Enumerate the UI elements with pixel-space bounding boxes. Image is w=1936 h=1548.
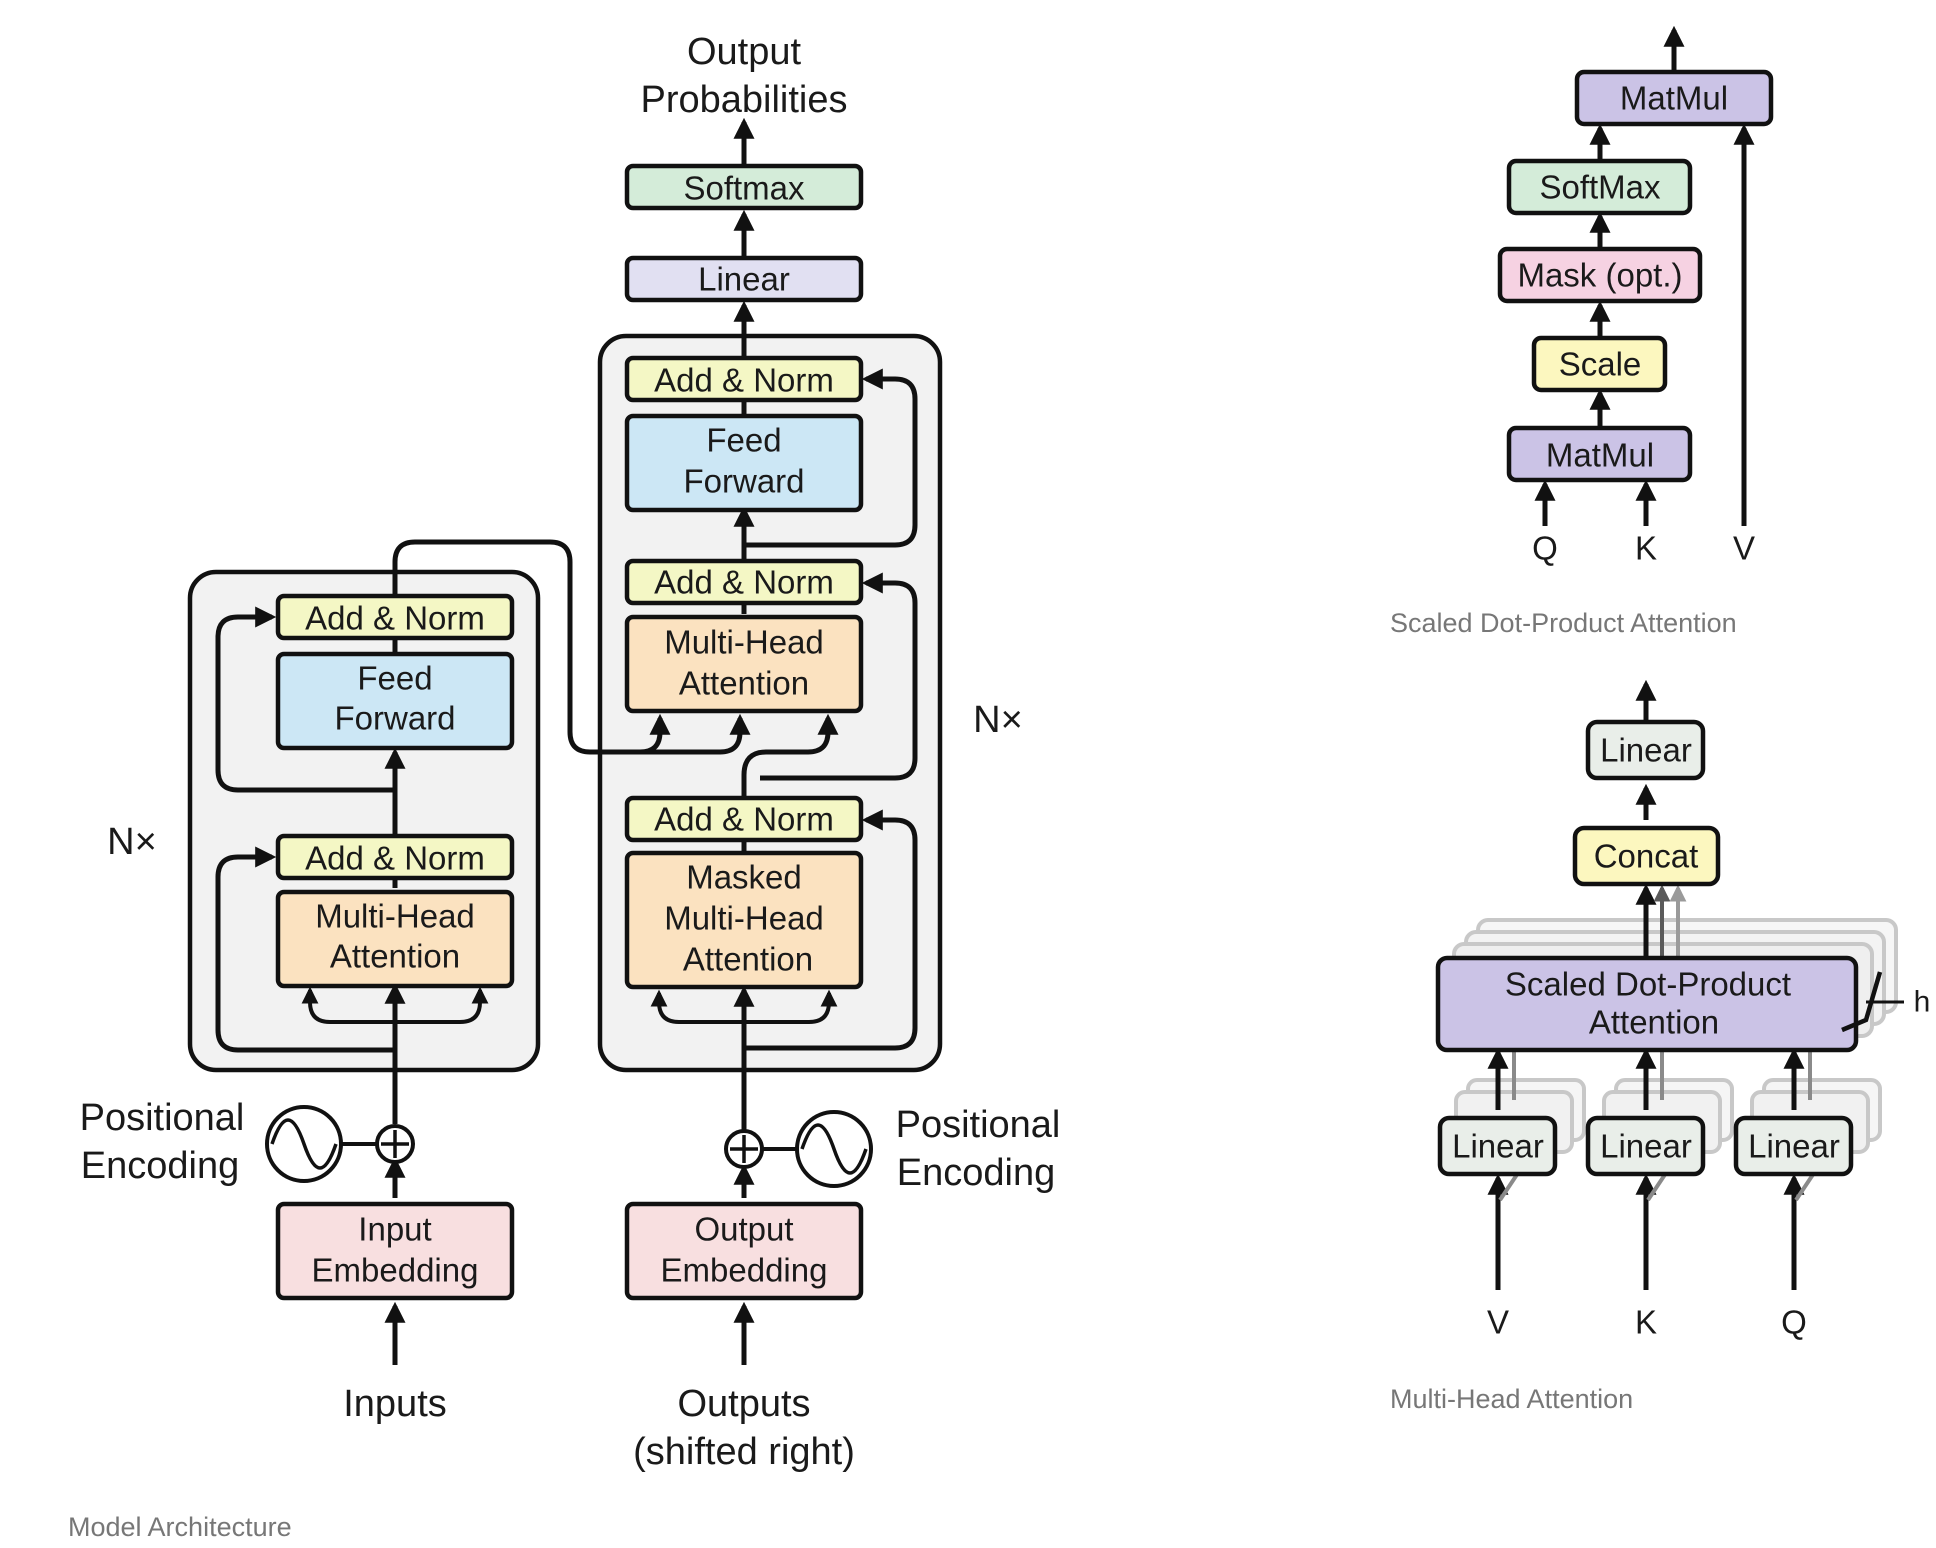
sdpa-k-label: K bbox=[1635, 530, 1657, 567]
output-embedding bbox=[624, 1201, 864, 1301]
mha-sdpa-label-2: Attention bbox=[1589, 1004, 1719, 1041]
decoder-masked-label-3: Attention bbox=[683, 941, 813, 978]
decoder-feed-forward bbox=[624, 413, 864, 513]
encoder-multi-head-attention bbox=[275, 889, 515, 989]
sdpa-connections bbox=[1534, 25, 1755, 526]
encoder-add-norm-bottom-label: Add & Norm bbox=[305, 840, 485, 877]
input-embedding-label-2: Embedding bbox=[312, 1252, 479, 1289]
inputs-label: Inputs bbox=[343, 1383, 447, 1425]
decoder-ff-label-2: Forward bbox=[683, 463, 804, 500]
encoder-add-norm-top bbox=[275, 593, 515, 641]
sdpa-softmax-label: SoftMax bbox=[1539, 169, 1661, 206]
sdpa-scale bbox=[1531, 335, 1668, 393]
sdpa-caption: Scaled Dot-Product Attention bbox=[1390, 608, 1737, 638]
outputs-label-1: Outputs bbox=[677, 1383, 810, 1425]
output-softmax bbox=[624, 163, 864, 211]
mha-q-label: Q bbox=[1781, 1304, 1807, 1341]
sdpa-v-label: V bbox=[1733, 530, 1755, 567]
decoder-masked-label-1: Masked bbox=[686, 859, 802, 896]
output-embedding-label-2: Embedding bbox=[661, 1252, 828, 1289]
mha-v-label: V bbox=[1487, 1304, 1509, 1341]
output-probabilities-label-1: Output bbox=[687, 31, 802, 73]
output-linear bbox=[624, 255, 864, 303]
mha-linear-q-label: Linear bbox=[1748, 1128, 1840, 1165]
encoder-add-norm-top-label: Add & Norm bbox=[305, 600, 485, 637]
decoder-add-norm-top-label: Add & Norm bbox=[654, 362, 834, 399]
decoder-pos-enc-label-2: Encoding bbox=[897, 1152, 1055, 1194]
decoder-mha-label-2: Attention bbox=[679, 665, 809, 702]
mha-sdpa-label-1: Scaled Dot-Product bbox=[1505, 966, 1791, 1003]
output-probabilities-label-2: Probabilities bbox=[641, 79, 848, 121]
decoder-add-norm-bottom-label: Add & Norm bbox=[654, 801, 834, 838]
encoder-pos-enc-label-1: Positional bbox=[80, 1097, 245, 1139]
encoder-sine-icon bbox=[265, 1105, 343, 1183]
encoder-block bbox=[187, 569, 541, 1073]
mha-linear-out-label: Linear bbox=[1600, 732, 1692, 769]
model-architecture-caption: Model Architecture bbox=[68, 1512, 292, 1542]
encoder-nx-label: N× bbox=[107, 821, 157, 863]
sdpa-q-label: Q bbox=[1532, 530, 1558, 567]
mha-linear-v-label: Linear bbox=[1452, 1128, 1544, 1165]
mha-concat-label: Concat bbox=[1594, 838, 1699, 875]
multi-head-attention: Linear Concat Scaled Dot-Product Attenti… bbox=[1390, 679, 1931, 1414]
encoder-ff-label-1: Feed bbox=[357, 660, 432, 697]
input-embedding-label-1: Input bbox=[358, 1211, 431, 1248]
outputs-label-2: (shifted right) bbox=[633, 1431, 855, 1473]
sdpa-softmax bbox=[1506, 158, 1693, 216]
decoder-pos-enc-label-1: Positional bbox=[896, 1104, 1061, 1146]
encoder-ff-label-2: Forward bbox=[334, 700, 455, 737]
sdpa-mask bbox=[1497, 246, 1703, 304]
decoder-add-norm-mid-label: Add & Norm bbox=[654, 564, 834, 601]
encoder-pos-enc-label-2: Encoding bbox=[81, 1145, 239, 1187]
decoder-multi-head-attention bbox=[624, 614, 864, 714]
model-architecture: Add & Norm Feed Forward Add & Norm Multi… bbox=[68, 31, 1060, 1542]
decoder-mha-label-1: Multi-Head bbox=[664, 624, 824, 661]
sdpa-mask-label: Mask (opt.) bbox=[1517, 257, 1682, 294]
decoder-add-norm-bottom bbox=[624, 795, 864, 843]
encoder-add-norm-bottom bbox=[275, 833, 515, 881]
output-embedding-label-1: Output bbox=[694, 1211, 793, 1248]
mha-linear-k-label: Linear bbox=[1600, 1128, 1692, 1165]
mha-linear-v bbox=[1437, 1115, 1558, 1177]
encoder-mha-label-1: Multi-Head bbox=[315, 898, 475, 935]
sdpa-matmul-bottom-label: MatMul bbox=[1546, 437, 1654, 474]
mha-concat bbox=[1572, 825, 1721, 887]
mha-h-label: h bbox=[1914, 986, 1931, 1019]
sdpa-matmul-bottom bbox=[1506, 425, 1693, 483]
decoder-masked-label-2: Multi-Head bbox=[664, 900, 824, 937]
encoder-mha-label-2: Attention bbox=[330, 938, 460, 975]
mha-head-count-bracket bbox=[1841, 971, 1904, 1033]
encoder-feed-forward bbox=[275, 651, 515, 751]
decoder-masked-attention bbox=[624, 850, 864, 990]
mha-linear-q bbox=[1733, 1115, 1854, 1177]
scaled-dot-product-attention: MatMul SoftMax Mask (opt.) Scale MatMul … bbox=[1390, 25, 1774, 638]
encoder-connections bbox=[215, 539, 751, 1365]
sdpa-matmul-top bbox=[1574, 69, 1774, 127]
decoder-connections bbox=[650, 117, 918, 1365]
mha-sdpa bbox=[1435, 955, 1859, 1053]
decoder-ff-label-1: Feed bbox=[706, 422, 781, 459]
decoder-nx-label: N× bbox=[973, 699, 1023, 741]
decoder-sine-icon bbox=[795, 1110, 873, 1188]
mha-connections bbox=[1487, 679, 1818, 1290]
sdpa-matmul-top-label: MatMul bbox=[1620, 80, 1728, 117]
mha-k-label: K bbox=[1635, 1304, 1657, 1341]
output-linear-label: Linear bbox=[698, 261, 790, 298]
decoder-add-norm-top bbox=[624, 355, 864, 403]
output-softmax-label: Softmax bbox=[683, 170, 805, 207]
mha-caption: Multi-Head Attention bbox=[1390, 1384, 1633, 1414]
sdpa-scale-label: Scale bbox=[1559, 346, 1642, 383]
mha-linear-k bbox=[1585, 1115, 1706, 1177]
mha-linear-out bbox=[1585, 719, 1706, 781]
input-embedding bbox=[275, 1201, 515, 1301]
decoder-add-norm-mid bbox=[624, 558, 864, 606]
